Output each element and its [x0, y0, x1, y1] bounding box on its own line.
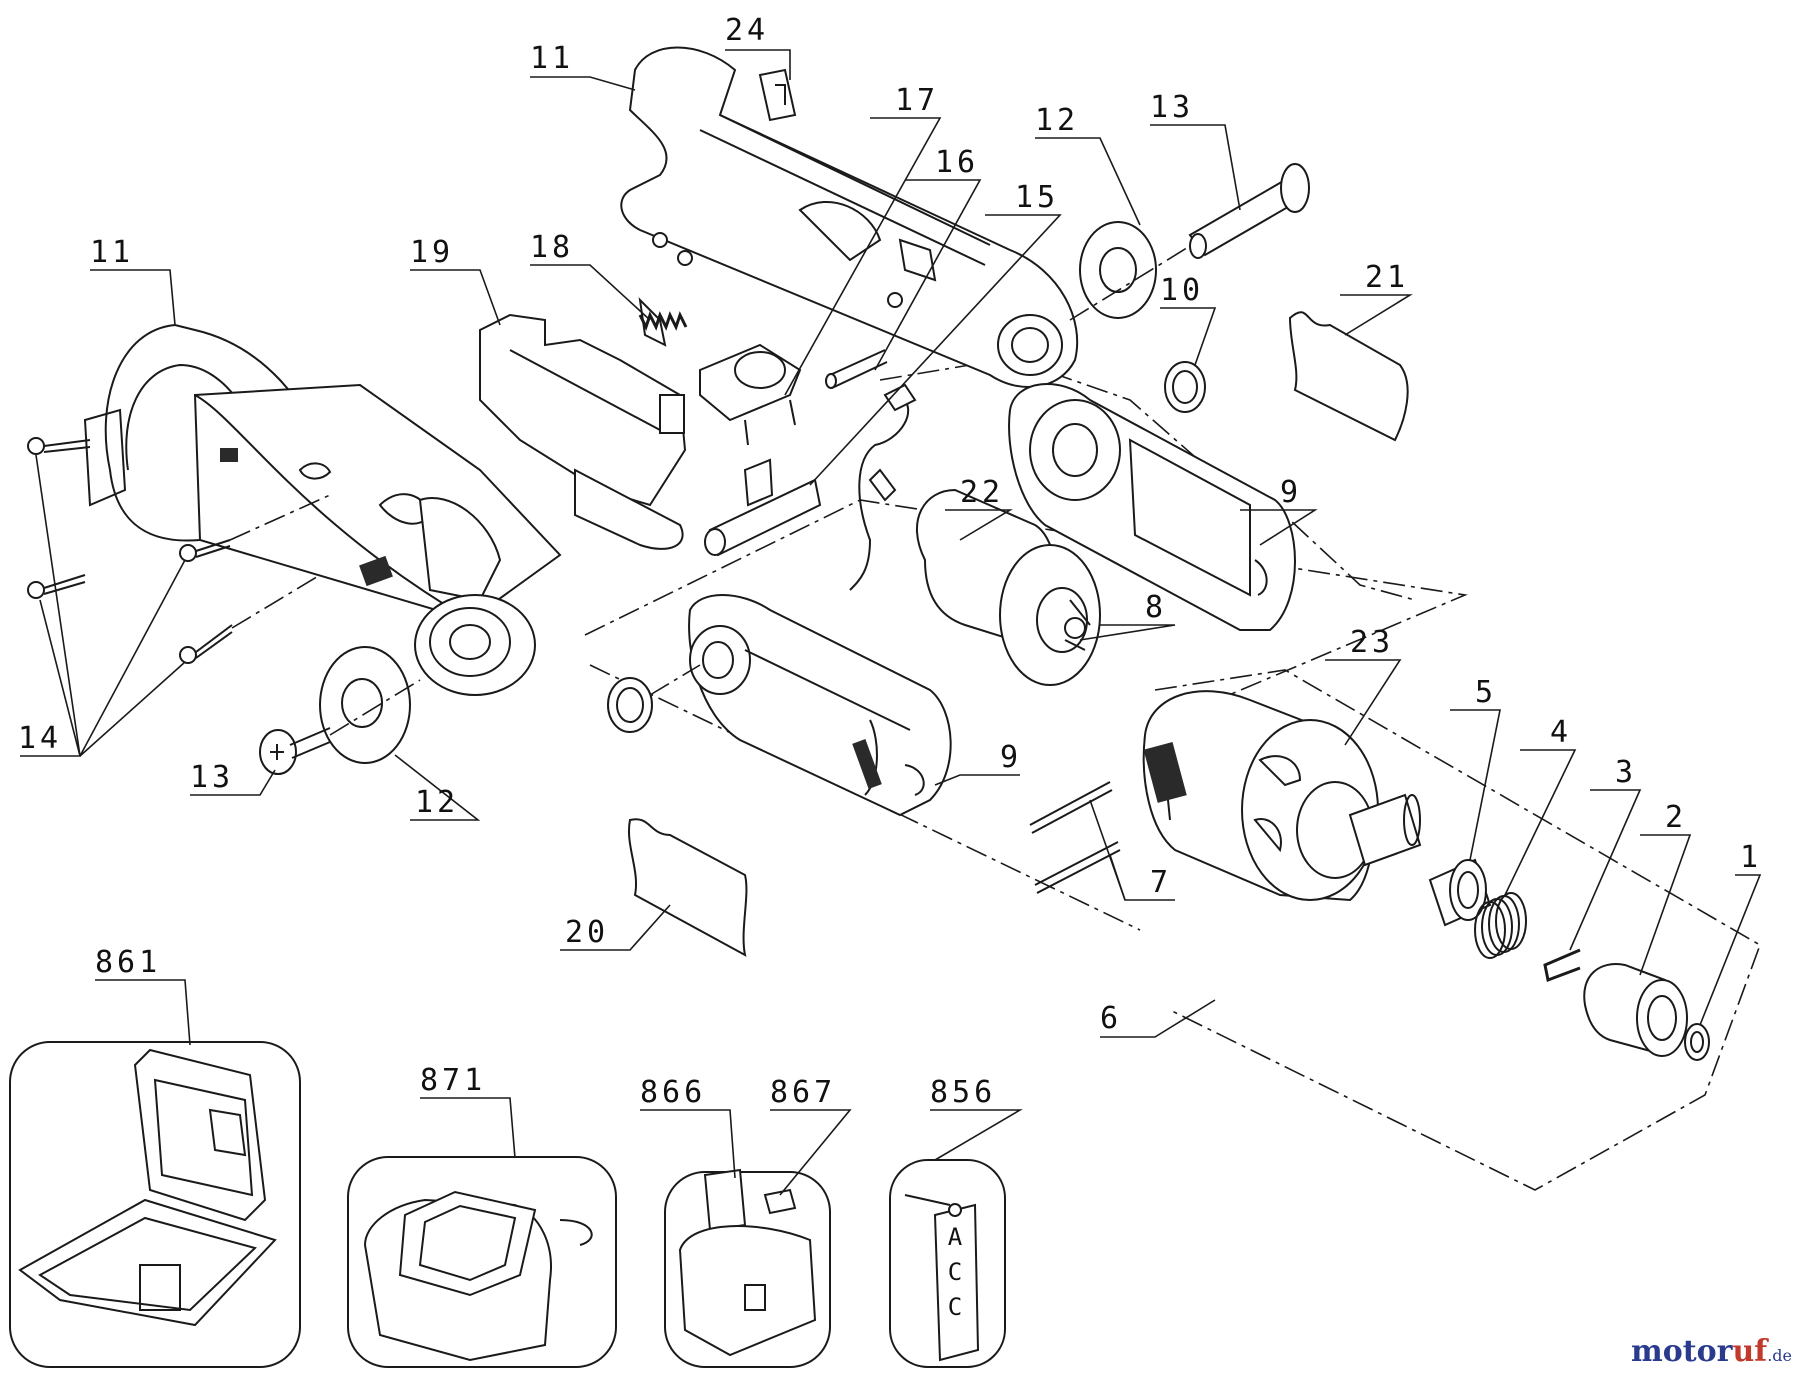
- label-24: 24: [725, 13, 769, 48]
- label-867: 867: [770, 1075, 836, 1110]
- label-866: 866: [640, 1075, 706, 1110]
- label-15: 15: [1015, 180, 1059, 215]
- o-ring-lower: [607, 664, 701, 733]
- label-17: 17: [895, 83, 939, 118]
- label-sheet-21: [1288, 311, 1409, 442]
- label-861: 861: [95, 945, 161, 980]
- label-2: 2: [1665, 800, 1687, 835]
- screw-13-upper: [1069, 163, 1310, 321]
- housing-half-left: [83, 323, 562, 696]
- washer-12-upper: [1079, 221, 1157, 319]
- label-12-upper: 12: [1035, 103, 1079, 138]
- gear-housing-9-lower: [688, 594, 952, 817]
- label-6: 6: [1100, 1001, 1122, 1036]
- screws-14: [27, 437, 331, 664]
- clip-3: [1543, 948, 1581, 983]
- watermark-part-1: motor: [1631, 1334, 1733, 1369]
- label-12-lower: 12: [415, 785, 459, 820]
- label-13-upper: 13: [1150, 90, 1194, 125]
- link-15: [704, 458, 822, 557]
- label-4: 4: [1550, 715, 1572, 750]
- slide-button-17: [699, 343, 802, 446]
- label-sheet-20: [628, 818, 748, 957]
- tag-letter-3: C: [948, 1293, 962, 1321]
- label-11-lower: 11: [90, 235, 134, 270]
- label-11-upper: 11: [530, 41, 574, 76]
- label-13-lower: 13: [190, 760, 234, 795]
- gear-housing-9-upper: [1008, 383, 1296, 631]
- nose-housing-23: [1142, 690, 1422, 902]
- leader-lines: [20, 49, 1762, 1196]
- housing-half-right: [620, 46, 1079, 388]
- clip-24: [758, 68, 797, 122]
- watermark-part-3: .de: [1767, 1346, 1792, 1365]
- label-5: 5: [1475, 675, 1497, 710]
- label-9-upper: 9: [1280, 475, 1302, 510]
- collet-nut-2: [1583, 963, 1688, 1057]
- screw-13-lower: [259, 679, 421, 775]
- label-7: 7: [1150, 865, 1172, 900]
- switch-19: [479, 313, 687, 550]
- watermark-part-2: uf: [1732, 1334, 1768, 1369]
- label-10: 10: [1160, 273, 1204, 308]
- label-18: 18: [530, 230, 574, 265]
- ring-1: [1684, 1023, 1710, 1061]
- label-21: 21: [1365, 260, 1409, 295]
- tag-856-panel: A C C: [889, 1159, 1006, 1368]
- bearing-5: [1428, 858, 1492, 927]
- motor-22: [849, 383, 1101, 686]
- battery-866-panel: [664, 1168, 831, 1368]
- label-1: 1: [1740, 840, 1762, 875]
- label-22: 22: [960, 475, 1004, 510]
- tag-letter-1: A: [948, 1223, 963, 1251]
- label-19: 19: [410, 235, 454, 270]
- pins-7: [1029, 781, 1121, 894]
- part-labels: 11 24 17 16 15 12 13 11 19 18 10 21 22 9…: [18, 13, 1762, 1110]
- label-3: 3: [1615, 755, 1637, 790]
- label-8: 8: [1145, 590, 1167, 625]
- tag-letter-2: C: [948, 1258, 962, 1286]
- kitbox-861-panel: [9, 1041, 301, 1368]
- label-871: 871: [420, 1063, 486, 1098]
- pin-16: [825, 349, 888, 389]
- charger-871-panel: [347, 1156, 617, 1368]
- o-ring-10: [1164, 361, 1206, 413]
- label-856: 856: [930, 1075, 996, 1110]
- spring-4: [1474, 892, 1527, 959]
- label-9-lower: 9: [1000, 740, 1022, 775]
- label-14: 14: [18, 721, 62, 756]
- spring-18: [638, 311, 688, 331]
- label-23: 23: [1350, 625, 1394, 660]
- label-16: 16: [935, 145, 979, 180]
- washer-12-lower: [319, 646, 411, 764]
- label-20: 20: [565, 915, 609, 950]
- site-watermark: motoruf.de: [1631, 1334, 1792, 1369]
